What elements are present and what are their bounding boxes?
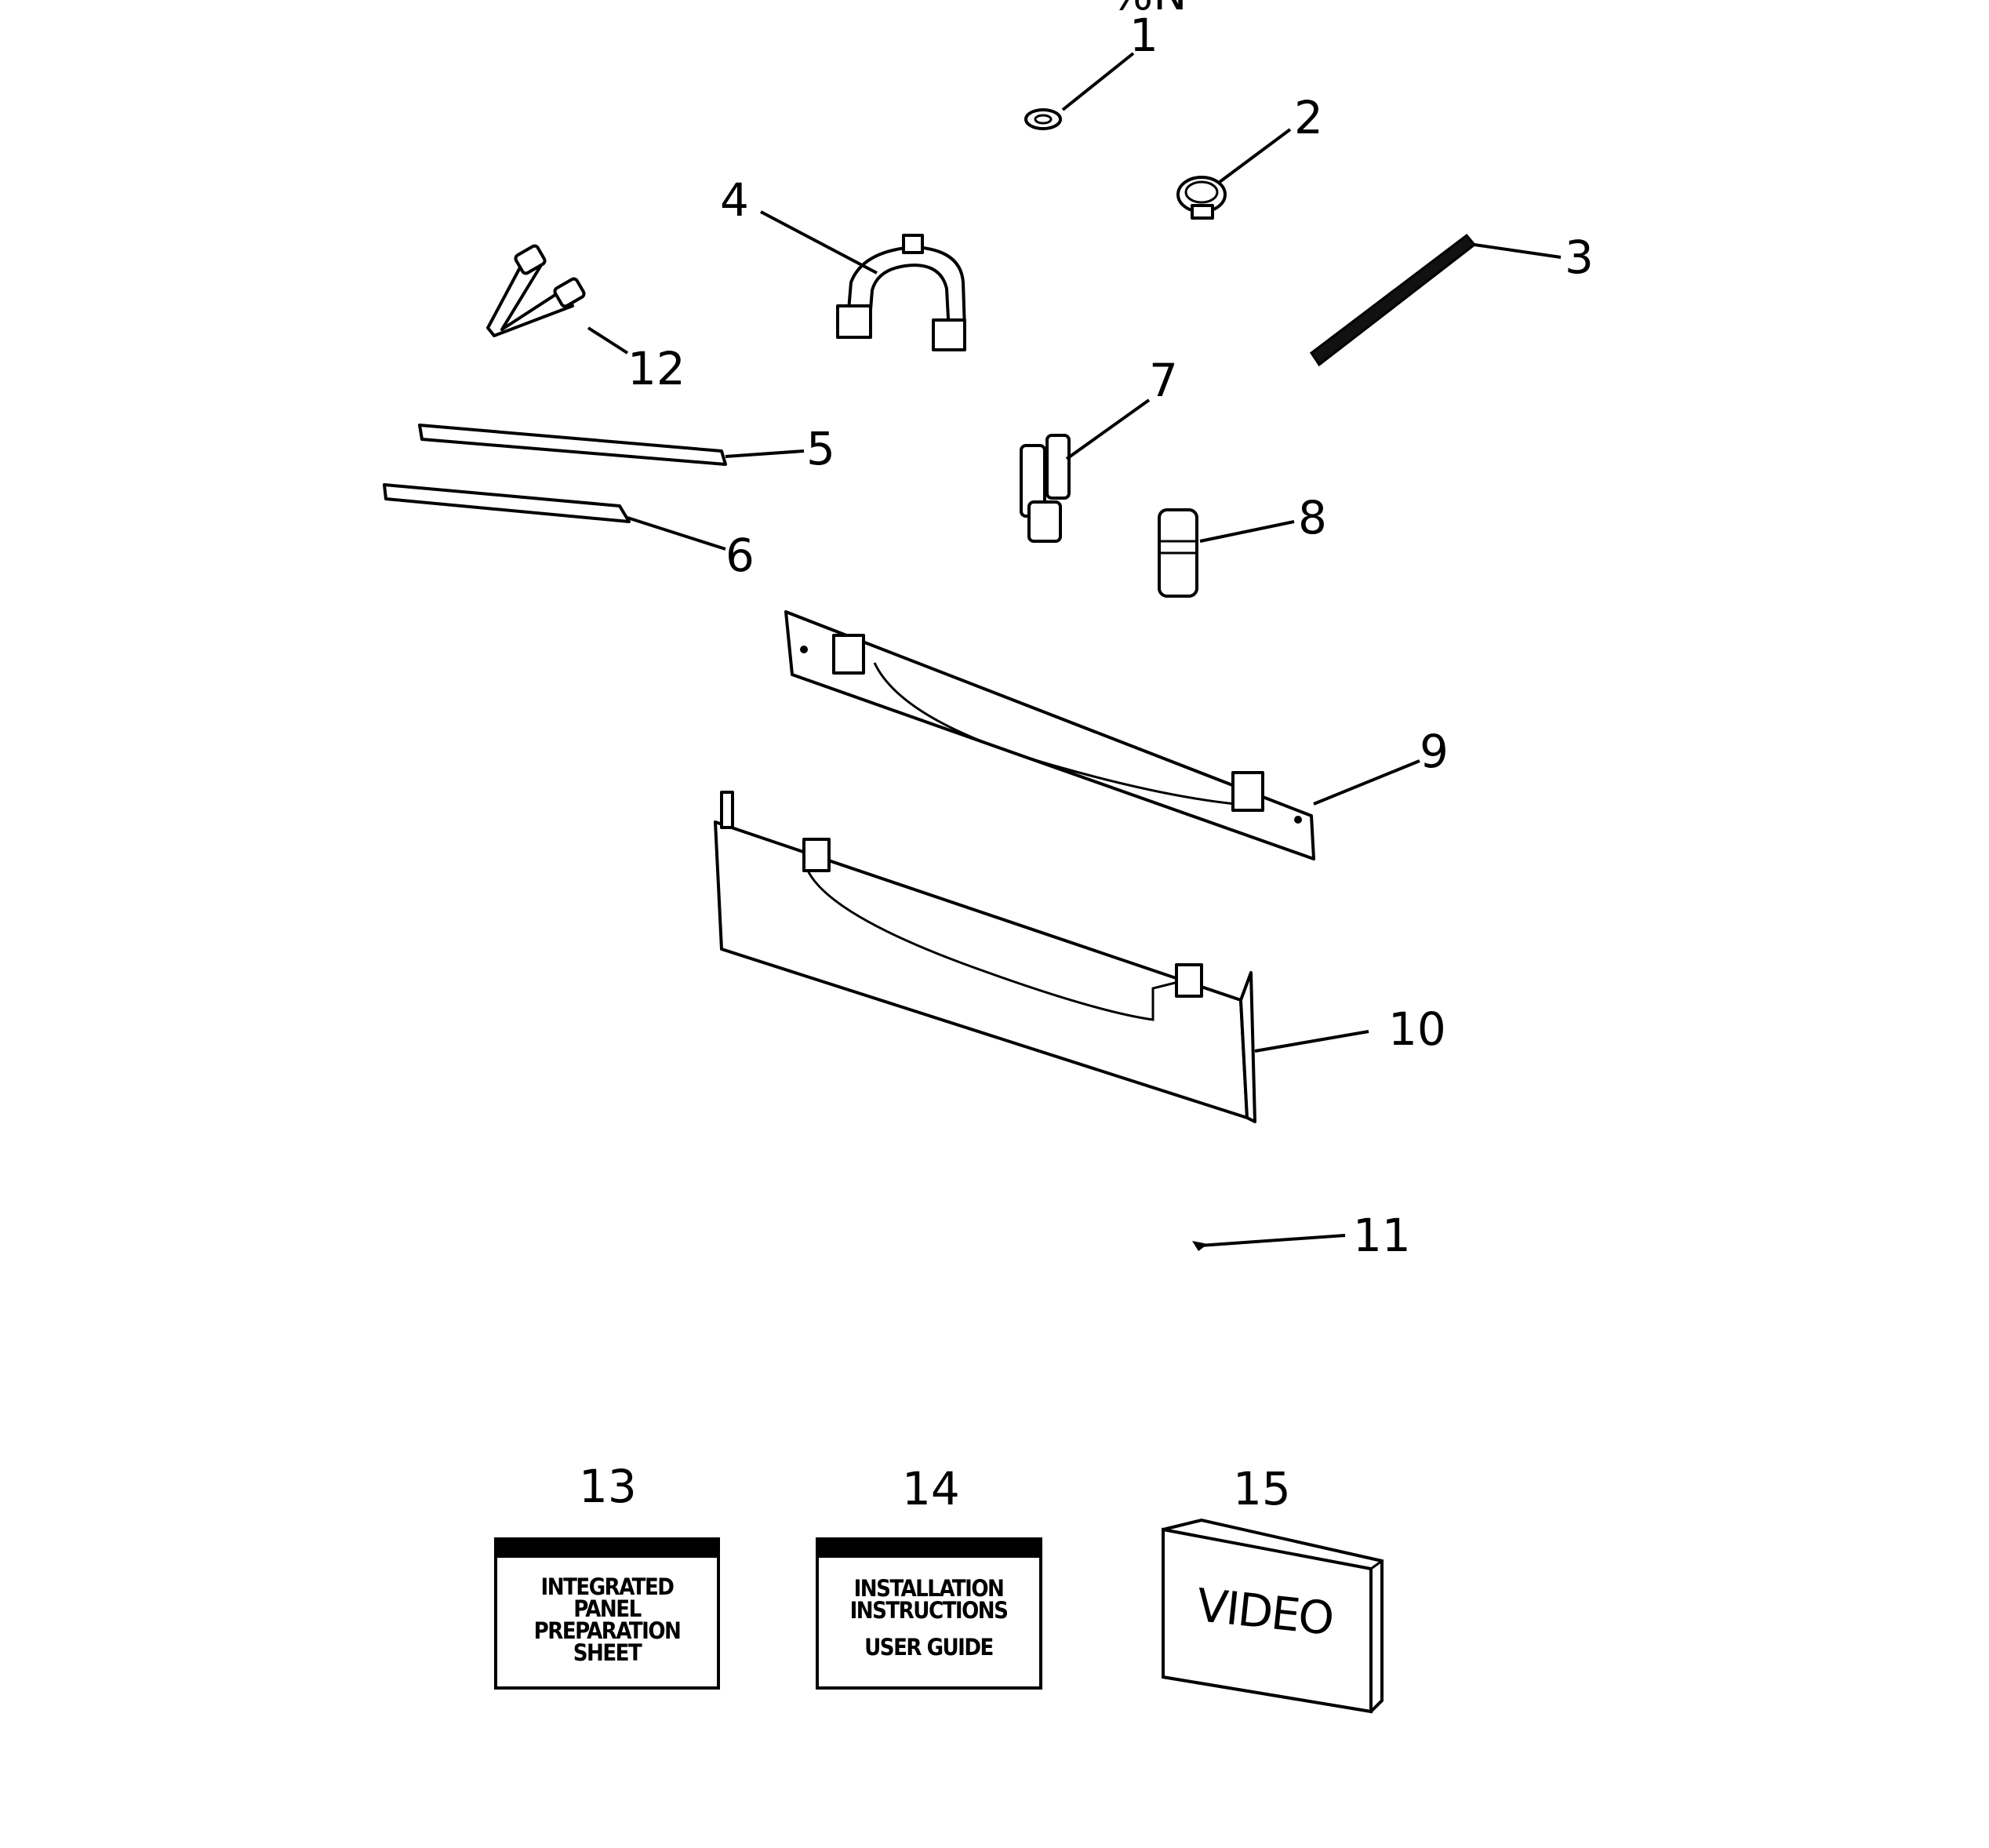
- doc14-line-2: INSTRUCTIONS: [850, 1597, 1008, 1624]
- callout-14: 14: [902, 1462, 960, 1515]
- header-mark: %N: [1110, 0, 1187, 20]
- callout-8: 8: [1298, 491, 1327, 544]
- part-7-y-connector: 7: [1020, 354, 1178, 543]
- part-15-video: 15 VIDEO: [1162, 1462, 1384, 1714]
- part-5-trim-strip: 5: [418, 422, 835, 475]
- part-8-connector: 8: [1158, 491, 1327, 598]
- part-14-document: 14 INSTALLATION INSTRUCTIONS USER GUIDE: [816, 1462, 1042, 1690]
- doc13-line-2: PANEL: [573, 1595, 641, 1622]
- part-10-lower-panel: 10: [714, 791, 1446, 1123]
- callout-11: 11: [1353, 1209, 1411, 1262]
- part-11-screw: 11: [1192, 1209, 1411, 1262]
- callout-13: 13: [579, 1460, 637, 1513]
- callout-15: 15: [1233, 1462, 1291, 1515]
- part-1-washer: 1: [1024, 9, 1158, 130]
- callout-9: 9: [1420, 725, 1449, 778]
- doc13-line-3: PREPARATION: [534, 1617, 681, 1644]
- callout-1: 1: [1129, 9, 1158, 62]
- callout-5: 5: [806, 422, 835, 475]
- callout-7: 7: [1149, 354, 1178, 407]
- part-13-document: 13 INTEGRATED PANEL PREPARATION SHEET: [494, 1460, 720, 1690]
- callout-10: 10: [1388, 1002, 1446, 1056]
- doc13-line-1: INTEGRATED: [541, 1573, 675, 1600]
- part-2-clamp: 2: [1176, 91, 1323, 220]
- doc13-line-4: SHEET: [573, 1639, 642, 1666]
- part-12-v-clip: 12: [486, 244, 685, 395]
- callout-6: 6: [725, 529, 755, 582]
- doc14-line-3: USER GUIDE: [864, 1634, 993, 1661]
- callout-4: 4: [720, 173, 749, 227]
- part-9-panel-bracket: 9: [784, 610, 1449, 860]
- callout-2: 2: [1294, 91, 1323, 144]
- part-6-trim-strip: 6: [383, 483, 755, 582]
- doc14-line-1: INSTALLATION: [854, 1575, 1004, 1602]
- callout-12: 12: [627, 342, 685, 395]
- callout-3: 3: [1565, 231, 1594, 284]
- part-4-hose-bracket: 4: [720, 173, 966, 351]
- part-3-strip: 3: [1309, 231, 1594, 367]
